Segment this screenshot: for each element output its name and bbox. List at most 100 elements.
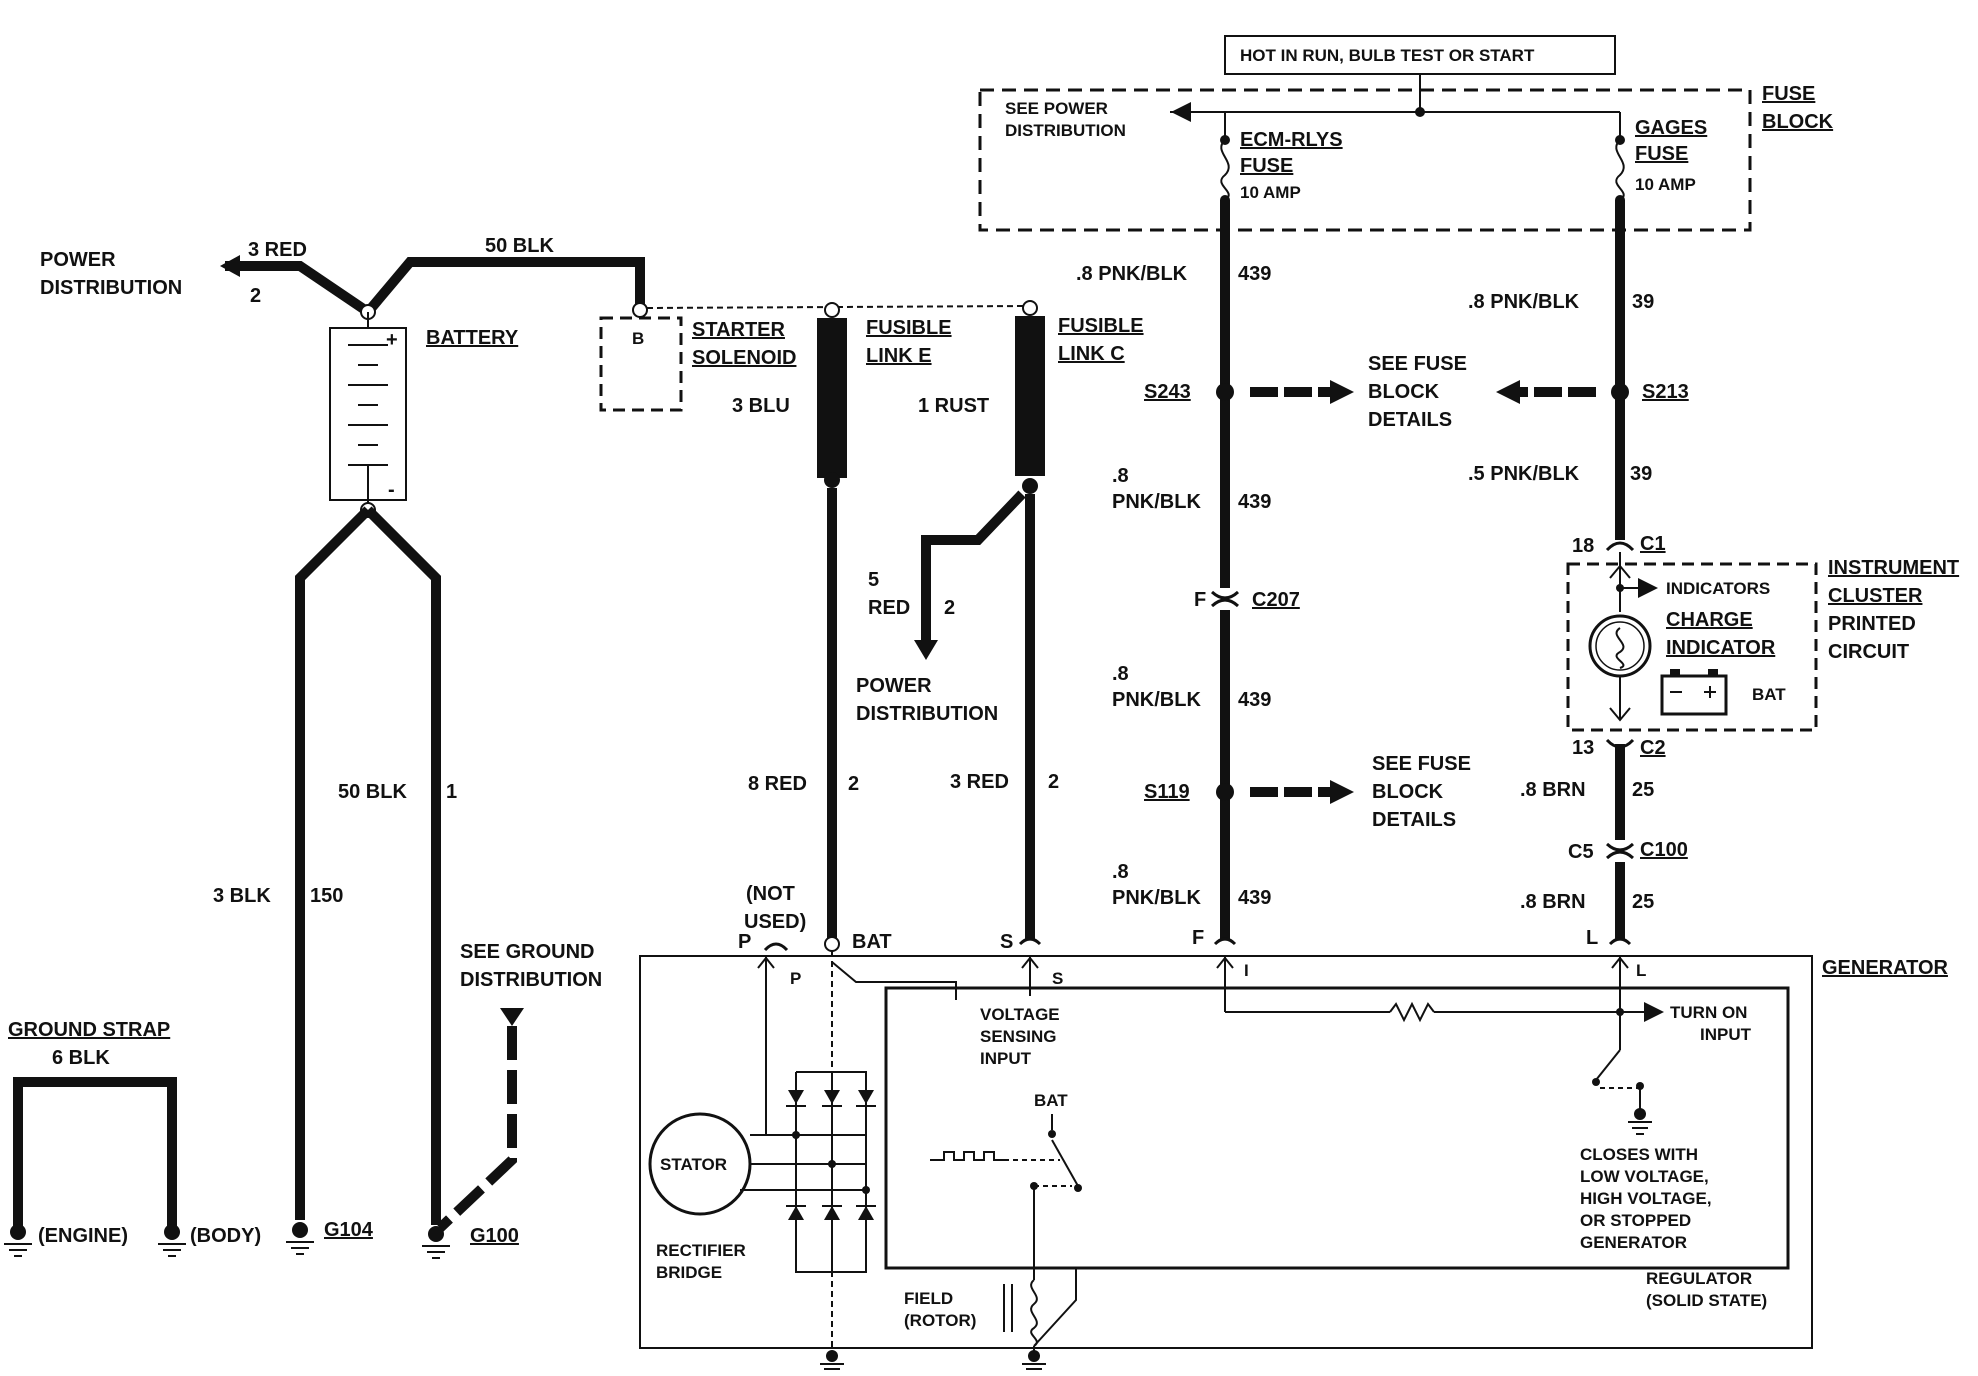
- starter-label-2: SOLENOID: [692, 347, 796, 369]
- turn-on-1: TURN ON: [1670, 1003, 1747, 1022]
- wire-50blk-top: 50 BLK: [485, 235, 554, 257]
- closes-2: LOW VOLTAGE,: [1580, 1167, 1709, 1186]
- gages-fuse-label-1: GAGES: [1635, 117, 1707, 139]
- c439-w2b: PNK/BLK: [1112, 491, 1201, 513]
- terminal-p: P: [738, 931, 751, 953]
- generator: GENERATOR (NOT USED) P P BAT S S F I L L…: [639, 883, 1948, 1370]
- see-fuse2-2: BLOCK: [1372, 781, 1444, 803]
- fusible-c-label-1: FUSIBLE: [1058, 315, 1144, 337]
- splice-s213: S213: [1642, 381, 1689, 403]
- turn-on-2: INPUT: [1700, 1025, 1752, 1044]
- fusible-link-c: FUSIBLE LINK C 1 RUST 5 RED 2 POWER DIST…: [856, 300, 1144, 940]
- rectifier-2: BRIDGE: [656, 1263, 722, 1282]
- gages-fuse: GAGES FUSE 10 AMP: [1615, 112, 1707, 205]
- fusible-e-wire: 3 BLU: [732, 395, 790, 417]
- see-power-dist-2: DISTRIBUTION: [1005, 121, 1126, 140]
- field-1: FIELD: [904, 1289, 953, 1308]
- c439-n1: 439: [1238, 263, 1271, 285]
- wire-num-1: 1: [446, 781, 457, 803]
- fusible-e-label-2: LINK E: [866, 345, 932, 367]
- c39-n1: 39: [1632, 291, 1654, 313]
- link-c-power-1: POWER: [856, 675, 932, 697]
- ecm-fuse-label-1: ECM-RLYS: [1240, 129, 1343, 151]
- not-used-1: (NOT: [746, 883, 795, 905]
- closes-4: OR STOPPED: [1580, 1211, 1691, 1230]
- cluster-label-1: INSTRUMENT: [1828, 557, 1959, 579]
- hot-in-run-box: HOT IN RUN, BULB TEST OR START: [1224, 35, 1616, 75]
- closes-1: CLOSES WITH: [1580, 1145, 1698, 1164]
- wire-3red-link-c: 3 RED: [950, 771, 1009, 793]
- ground-strap-wire: 6 BLK: [52, 1047, 110, 1069]
- c25-w4: .8 BRN: [1520, 891, 1586, 913]
- c25-n4: 25: [1632, 891, 1654, 913]
- see-fuse2-3: DETAILS: [1372, 809, 1456, 831]
- battery-plus: +: [386, 329, 398, 351]
- closes-3: HIGH VOLTAGE,: [1580, 1189, 1712, 1208]
- field-2: (ROTOR): [904, 1311, 976, 1330]
- voltage-sensing-3: INPUT: [980, 1049, 1032, 1068]
- fuse-block-label-1: FUSE: [1762, 83, 1815, 105]
- voltage-sensing-2: SENSING: [980, 1027, 1057, 1046]
- cluster-label-3: PRINTED: [1828, 613, 1916, 635]
- battery-minus: -: [388, 479, 395, 501]
- ecm-fuse-amp: 10 AMP: [1240, 183, 1301, 202]
- terminal-s-inner: S: [1052, 969, 1063, 988]
- battery-label: BATTERY: [426, 327, 519, 349]
- splice-s119: S119: [1144, 781, 1190, 803]
- ground-engine-label: (ENGINE): [38, 1225, 128, 1247]
- ground-g100-label: G100: [470, 1225, 519, 1247]
- red5-num: 2: [944, 597, 955, 619]
- c439-w4a: .8: [1112, 861, 1129, 883]
- see-fuse-3: DETAILS: [1368, 409, 1452, 431]
- wire-num-2: 2: [250, 285, 261, 307]
- reg-bat: BAT: [1034, 1091, 1068, 1110]
- c39-w2: .5 PNK/BLK: [1468, 463, 1580, 485]
- rectifier-bridge: [786, 1071, 876, 1273]
- connector-c207: [1210, 588, 1240, 610]
- cluster-bat-label: BAT: [1752, 685, 1786, 704]
- terminal-bat: BAT: [852, 931, 892, 953]
- c25-w3: .8 BRN: [1520, 779, 1586, 801]
- wire-3blk: 3 BLK: [213, 885, 271, 907]
- splice-s243: S243: [1144, 381, 1191, 403]
- charge-label-2: INDICATOR: [1666, 637, 1776, 659]
- see-power-dist-1: SEE POWER: [1005, 99, 1108, 118]
- wire-3red: 3 RED: [248, 239, 307, 261]
- terminal-s: S: [1000, 931, 1013, 953]
- ground-g104: [286, 1222, 314, 1255]
- ground-body-label: (BODY): [190, 1225, 261, 1247]
- gages-fuse-label-2: FUSE: [1635, 143, 1688, 165]
- c439-w2a: .8: [1112, 465, 1129, 487]
- hot-in-run-label: HOT IN RUN, BULB TEST OR START: [1240, 46, 1535, 65]
- c439-n2: 439: [1238, 491, 1271, 513]
- c439-n3: 439: [1238, 689, 1271, 711]
- power-dist-1: POWER: [40, 249, 116, 271]
- terminal-l-inner: L: [1636, 961, 1646, 980]
- wire-num-150: 150: [310, 885, 343, 907]
- see-fuse-2: BLOCK: [1368, 381, 1440, 403]
- generator-label: GENERATOR: [1822, 957, 1948, 979]
- regulator-1: REGULATOR: [1646, 1269, 1752, 1288]
- ground-engine: [4, 1224, 32, 1257]
- ground-g104-label: G104: [324, 1219, 374, 1241]
- c25-n3: 25: [1632, 779, 1654, 801]
- terminal-f: F: [1192, 927, 1204, 949]
- regulator-2: (SOLID STATE): [1646, 1291, 1767, 1310]
- not-used-2: USED): [744, 911, 806, 933]
- fusible-e-label-1: FUSIBLE: [866, 317, 952, 339]
- ecm-rlys-fuse: ECM-RLYS FUSE 10 AMP: [1220, 112, 1343, 205]
- fusible-c-label-2: LINK C: [1058, 343, 1125, 365]
- power-dist-2: DISTRIBUTION: [40, 277, 182, 299]
- red5-a: 5: [868, 569, 879, 591]
- solenoid-b: B: [632, 329, 644, 348]
- cluster-label-2: CLUSTER: [1828, 585, 1923, 607]
- see-fuse-1: SEE FUSE: [1368, 353, 1467, 375]
- starter-solenoid: B STARTER SOLENOID: [599, 302, 1029, 412]
- c439-n4: 439: [1238, 887, 1271, 909]
- connector-c1: C1: [1640, 533, 1666, 555]
- rectifier-1: RECTIFIER: [656, 1241, 746, 1260]
- voltage-sensing-1: VOLTAGE: [980, 1005, 1060, 1024]
- battery-warning-icon: [1660, 669, 1728, 716]
- stator-label: STATOR: [660, 1155, 727, 1174]
- c100-c5: C5: [1568, 841, 1594, 863]
